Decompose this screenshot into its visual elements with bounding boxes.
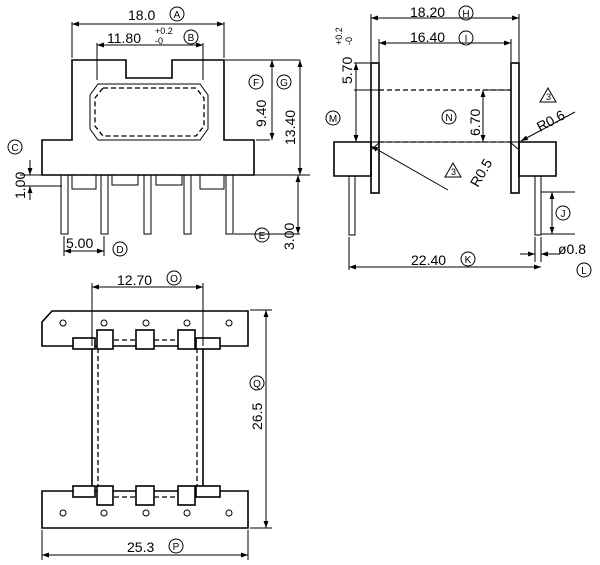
svg-text:J: J	[561, 209, 566, 220]
svg-text:A: A	[174, 10, 181, 21]
side-view: 18.20 H 16.40 I 5.70 +0.2 -0 M 6.70 N R0…	[325, 4, 592, 278]
dim-value-h: 18.20	[410, 4, 445, 20]
ref-bubble-k	[460, 251, 476, 267]
ref-bubble-d	[112, 241, 128, 257]
svg-text:M: M	[329, 114, 337, 125]
bottom-core-outer	[91, 346, 204, 491]
dim-value-i: 16.40	[410, 29, 445, 45]
dim-tol-b-upper: +0.2	[155, 26, 173, 36]
svg-text:K: K	[465, 255, 472, 266]
ref-bubble-q	[249, 375, 265, 391]
front-view: 18.0 A 11.80 +0.2 -0 B 9.40 F 13.40 G 1.…	[7, 6, 310, 257]
dim-tol-b-lower: -0	[155, 36, 163, 46]
front-pins	[60, 174, 234, 235]
svg-text:Q: Q	[253, 379, 261, 390]
front-pin	[143, 174, 152, 235]
ref-bubble-f	[248, 74, 264, 90]
note-triangle-bottom	[444, 161, 462, 178]
bottom-pin-holes	[59, 319, 233, 517]
dim-tol-m-upper: +0.2	[334, 27, 344, 45]
ref-bubble-l	[576, 262, 592, 278]
front-inner-window	[94, 87, 205, 137]
ref-bubble-c	[7, 139, 23, 155]
bottom-view: 12.70 O 26.5 Q 25.3 P	[41, 270, 272, 560]
dim-value-q: 26.5	[249, 403, 265, 430]
svg-text:P: P	[173, 542, 180, 553]
ref-bubble-j	[555, 205, 571, 221]
side-flange-right	[510, 62, 520, 194]
side-base	[333, 141, 557, 177]
ref-bubble-n	[441, 109, 457, 125]
svg-text:F: F	[253, 78, 259, 89]
dim-value-c: 1.00	[12, 172, 28, 199]
dim-value-m: 5.70	[339, 57, 355, 84]
ref-bubble-m	[325, 110, 341, 126]
side-winding-area	[379, 89, 511, 143]
side-pin-right	[534, 175, 542, 236]
front-pin	[100, 174, 109, 235]
dim-value-f: 9.40	[253, 100, 269, 127]
ref-bubble-h	[458, 5, 474, 21]
dim-value-b: 11.80	[107, 30, 141, 46]
svg-text:E: E	[259, 231, 266, 242]
svg-text:C: C	[11, 143, 18, 154]
svg-text:H: H	[462, 9, 469, 20]
radius-r05: R0.5	[467, 156, 496, 190]
side-flange-left	[370, 62, 380, 194]
ref-bubble-b	[183, 29, 199, 45]
dim-value-g: 13.40	[282, 110, 298, 145]
svg-text:O: O	[170, 274, 178, 285]
dim-value-l: ø0.8	[558, 241, 586, 257]
dim-value-p: 25.3	[127, 539, 154, 555]
front-pin	[183, 174, 192, 235]
dim-value-o: 12.70	[117, 272, 152, 288]
svg-text:I: I	[465, 34, 468, 45]
svg-text:B: B	[188, 33, 195, 44]
svg-text:3: 3	[546, 92, 551, 102]
ref-bubble-g	[276, 74, 292, 90]
dim-value-e: 3.00	[281, 223, 297, 250]
front-base-notches	[71, 175, 225, 190]
note-triangle-top	[539, 86, 557, 103]
bottom-pads-top	[72, 329, 221, 350]
bottom-pads-bottom	[72, 485, 221, 506]
front-inner-window-outer	[89, 83, 209, 141]
front-pin	[60, 174, 69, 235]
svg-text:N: N	[445, 113, 452, 124]
dim-tol-m-lower: -0	[344, 37, 354, 45]
dim-value-n: 6.70	[467, 109, 483, 136]
svg-text:L: L	[581, 266, 587, 277]
ref-bubble-i	[458, 30, 474, 46]
svg-text:3: 3	[451, 167, 456, 177]
ref-bubble-e	[254, 227, 270, 243]
ref-bubble-o	[166, 270, 182, 286]
dim-value-k: 22.40	[411, 252, 446, 268]
svg-text:G: G	[280, 78, 288, 89]
svg-text:D: D	[116, 245, 123, 256]
bottom-core-inner	[97, 339, 198, 498]
dim-value-d: 5.00	[66, 235, 93, 251]
dim-value-a: 18.0	[128, 7, 155, 23]
front-pin	[225, 174, 234, 235]
front-body-outline	[41, 59, 255, 176]
radius-r06: R0.6	[534, 107, 568, 135]
side-pin-left	[348, 175, 356, 236]
ref-bubble-a	[169, 6, 185, 22]
ref-bubble-p	[168, 538, 184, 554]
